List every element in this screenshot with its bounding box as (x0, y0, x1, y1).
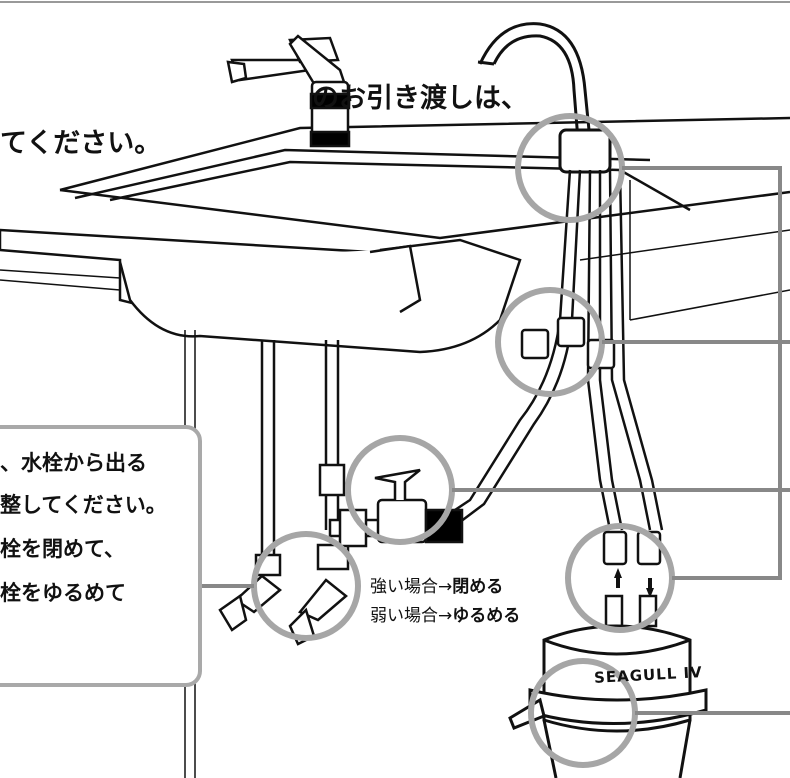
filter-housing (508, 624, 708, 778)
sink (0, 228, 522, 354)
strong-pressure-note: 強い場合→閉める (370, 572, 503, 597)
right-faucet (477, 22, 612, 174)
instruction-line-2: てください。 (0, 128, 162, 159)
branch-valve (328, 468, 464, 548)
callout-line-4: 栓をゆるめて (0, 581, 126, 605)
flow-arrows (614, 568, 654, 598)
callout-connectors (202, 166, 790, 715)
weak-pressure-note: 弱い場合→ゆるめる (370, 601, 520, 626)
callout-line-2: 整してください。 (0, 493, 167, 517)
filter-connectors (602, 530, 662, 628)
strong-prefix: 強い場合→ (370, 577, 453, 597)
callout-line-1: 、水栓から出る (0, 451, 147, 475)
left-faucet (226, 34, 352, 148)
instruction-line-1: のお引き渡しは、 (312, 83, 528, 114)
countertop (59, 116, 790, 240)
pressure-adjust-callout: 、水栓から出る 整してください。 栓を閉めて、 栓をゆるめて (0, 425, 202, 687)
weak-action: ゆるめる (452, 606, 521, 626)
strong-action: 閉める (452, 577, 504, 597)
weak-prefix: 弱い場合→ (370, 606, 453, 626)
callout-line-3: 栓を閉めて、 (0, 537, 125, 561)
